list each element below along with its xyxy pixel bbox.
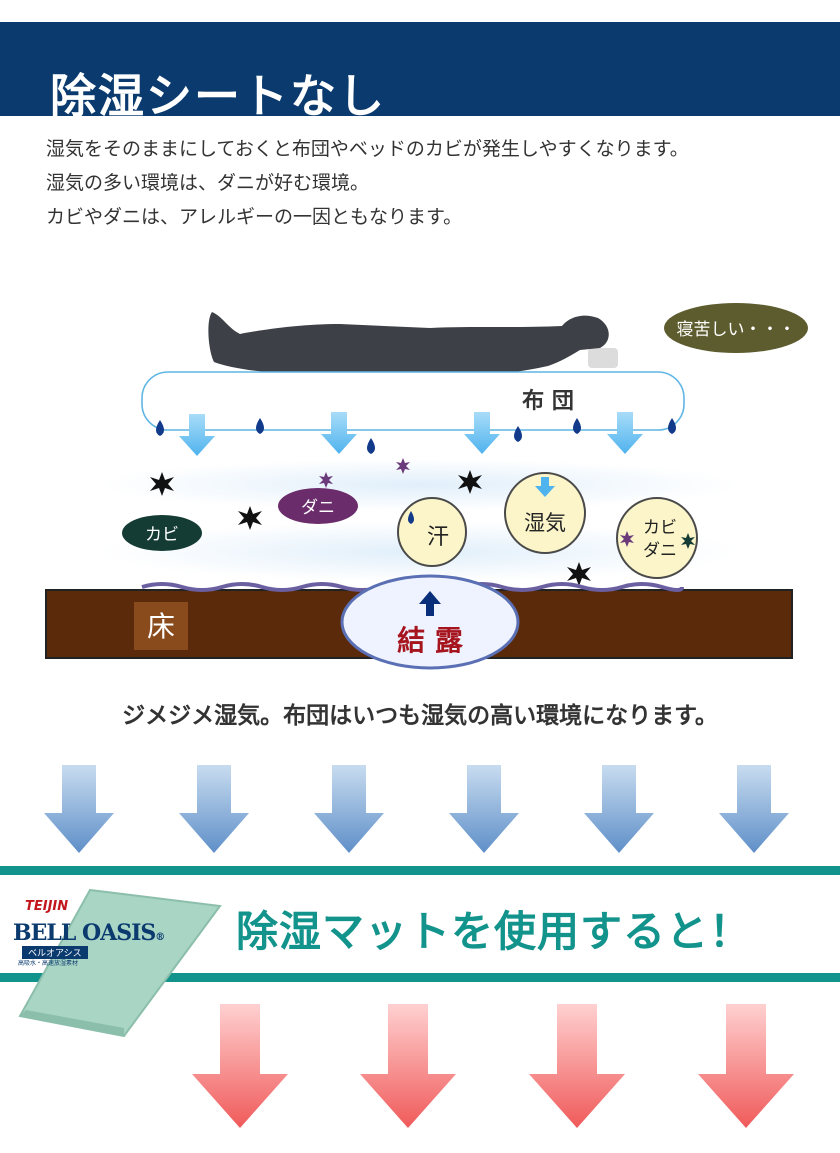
moisture-arrows [179,412,643,456]
mold-spore-icon [238,506,262,530]
brand-maker: TEIJIN [25,899,69,914]
sleeping-person-icon [208,312,609,380]
speech-bubble [664,303,808,353]
down-arrow-icon [698,1004,794,1128]
down-arrow-icon [360,1004,456,1128]
water-drop-icon [256,418,264,434]
water-drop-icon [514,426,522,442]
condensation-bubble [340,574,520,670]
sweat-label: 汗 [427,525,449,550]
dani-bubble [278,488,358,524]
down-arrow-icon [314,765,384,853]
floor-label-box [134,602,188,650]
water-drops [156,418,676,454]
pillow [588,348,618,368]
mold-spore-icon [567,562,591,586]
kabi-dani-label-1: カビ [643,518,677,538]
down-arrow-icon [535,477,555,497]
divider-line [0,973,840,982]
water-drop-icon [156,420,164,436]
down-arrow-icon [607,412,643,454]
up-arrow-icon [419,591,441,616]
header-banner: 除湿シートなし [0,22,840,123]
condensation-label: 結 露 [397,624,464,657]
sweat-bubble [397,497,467,567]
down-arrow-icon [179,414,215,456]
water-drop-icon [408,511,414,524]
brand-tagline: 高吸水・高速放湿素材 [18,960,79,967]
intro-line: 湿気をそのままにしておくと布団やベッドのカビが発生しやすくなります。 [46,138,689,160]
water-drop-icon [668,418,676,434]
humidity-bubble [504,472,586,554]
intro-text: 湿気をそのままにしておくと布団やベッドのカビが発生しやすくなります。 湿気の多い… [46,132,689,234]
humidity-label: 湿気 [524,511,566,535]
mold-spores [150,470,591,586]
futon-label: 布 団 [522,388,574,414]
down-arrow-icon [584,765,654,853]
down-arrow-icon [192,1004,288,1128]
down-arrow-icon [321,412,357,454]
kabi-dani-bubble [616,497,698,579]
dani-label: ダニ [301,498,335,518]
down-arrow-icon [44,765,114,853]
down-arrow-icon [179,765,249,853]
brand-kana: ベルオアシス [22,946,88,959]
mite-icon [620,531,634,547]
down-arrow-icon [719,765,789,853]
page-title: 除湿シートなし [50,69,386,123]
water-drop-icon [367,438,375,454]
down-arrow-icon [464,412,500,454]
mite-icon [396,458,410,474]
down-arrow-icon [449,765,519,853]
down-arrow-icon [529,1004,625,1128]
water-drop-icon [573,418,581,434]
intro-line: 湿気の多い環境は、ダニが好む環境。 [46,172,370,194]
mat-product-image [18,888,222,1038]
mold-spore-icon [458,470,482,494]
mold-spore-icon [150,472,174,496]
divider-line [0,866,840,875]
futon-outline [141,371,685,431]
cta-heading: 除湿マットを使用すると！ [236,907,753,956]
kabi-label: カビ [145,525,179,545]
mite-specks [319,458,410,488]
mold-spore-icon [681,533,695,549]
kabi-bubble [122,515,202,551]
brand-logo: BELL OASIS® [13,920,165,946]
humidity-diagram: 寝苦しい・・・ 布 団 カビ ダニ 汗 湿気 [45,303,808,670]
speech-text: 寝苦しい・・・ [677,319,796,340]
summary-text: ジメジメ湿気。布団はいつも湿気の高い環境になります。 [122,703,718,729]
kabi-dani-label-2: ダニ [643,541,677,561]
floor-label: 床 [147,610,175,643]
mite-icon [319,472,333,488]
intro-line: カビやダニは、アレルギーの一因ともなります。 [46,206,463,228]
